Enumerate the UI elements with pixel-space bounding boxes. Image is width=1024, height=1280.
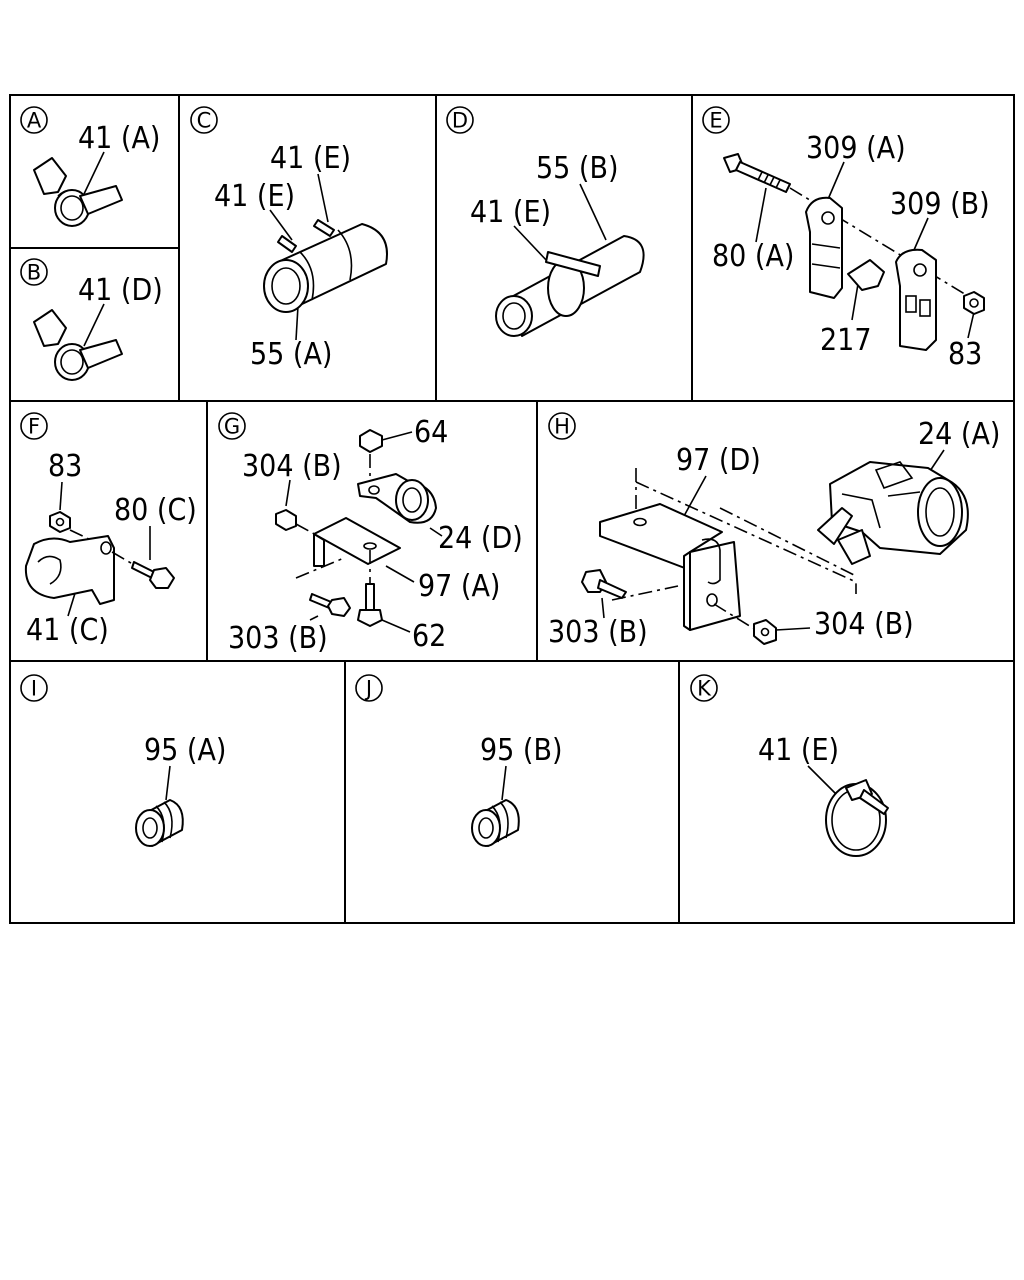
- nut-83: [963, 291, 985, 315]
- grommet-95a: [135, 799, 184, 847]
- panel-k-badge: [690, 674, 718, 702]
- panel-e: E 309 (A) 309 (B) 80 (A) 217 83: [702, 106, 990, 372]
- bracket-309b: [895, 248, 937, 351]
- panel-b-letter: B: [27, 261, 41, 285]
- bolt-303b: [309, 593, 351, 617]
- panel-g-badge: [218, 412, 246, 440]
- part-label-303b: 303 (B): [228, 621, 328, 656]
- panel-a-badge: [20, 106, 48, 134]
- panel-j-letter: J: [364, 677, 372, 701]
- part-label-83: 83: [48, 449, 82, 484]
- nut-304b: [275, 509, 297, 531]
- part-label-24d: 24 (D): [438, 521, 523, 556]
- part-label-41e-upper: 41 (E): [270, 141, 351, 176]
- panel-h: H 97 (D) 24 (A) 303 (B) 304 (B): [548, 412, 1000, 650]
- part-label-41e-lower: 41 (E): [214, 179, 295, 214]
- hose-55b: [495, 235, 645, 337]
- nut-304b: [753, 619, 777, 645]
- panel-b-badge: [20, 258, 48, 286]
- part-label-41c: 41 (C): [26, 613, 109, 648]
- panel-j: J 95 (B): [355, 674, 563, 847]
- panel-k-letter: K: [697, 677, 712, 701]
- panel-i: I 95 (A): [20, 674, 226, 847]
- bolt-303b: [581, 569, 627, 599]
- nut-83: [49, 511, 71, 533]
- part-label-80c: 80 (C): [114, 493, 197, 528]
- hose-clamp-41a: [33, 157, 123, 227]
- part-label-97a: 97 (A): [418, 569, 500, 604]
- clamp-24d: [357, 473, 437, 524]
- panel-a: A 41 (A): [20, 106, 160, 227]
- panel-e-badge: [702, 106, 730, 134]
- connector-24a: [817, 461, 969, 565]
- part-label-309b: 309 (B): [890, 187, 990, 222]
- clamp-41c: [24, 535, 115, 605]
- nut-64: [359, 429, 383, 453]
- panel-f-letter: F: [28, 415, 40, 439]
- part-label-217: 217: [820, 323, 872, 358]
- part-label-41a: 41 (A): [78, 121, 160, 156]
- panel-i-badge: [20, 674, 48, 702]
- panel-c-badge: [190, 106, 218, 134]
- part-label-303b: 303 (B): [548, 615, 648, 650]
- panel-d: D 55 (B) 41 (E): [446, 106, 645, 337]
- clip-217: [847, 259, 885, 291]
- part-label-41e: 41 (E): [758, 733, 839, 768]
- part-label-83: 83: [948, 337, 982, 372]
- panel-a-letter: A: [27, 109, 42, 133]
- bolt-80a: [723, 153, 791, 193]
- part-label-64: 64: [414, 415, 448, 450]
- part-label-80a: 80 (A): [712, 239, 794, 274]
- panel-j-badge: [355, 674, 383, 702]
- panel-d-letter: D: [452, 109, 468, 133]
- panel-grid: [9, 94, 1015, 924]
- part-label-24a: 24 (A): [918, 417, 1000, 452]
- panel-g: G 64 304 (B) 24 (D) 97 (A) 303 (B) 62: [218, 412, 523, 656]
- part-label-304b: 304 (B): [242, 449, 342, 484]
- panel-f-badge: [20, 412, 48, 440]
- part-label-309a: 309 (A): [806, 131, 906, 166]
- panel-h-letter: H: [554, 415, 570, 439]
- panel-b: B 41 (D): [20, 258, 163, 381]
- part-label-41e: 41 (E): [470, 195, 551, 230]
- panel-h-badge: [548, 412, 576, 440]
- band-clamp-41e: [825, 779, 889, 857]
- panel-e-letter: E: [709, 109, 722, 133]
- panel-f: F 83 80 (C) 41 (C): [20, 412, 197, 648]
- part-label-95a: 95 (A): [144, 733, 226, 768]
- part-label-304b: 304 (B): [814, 607, 914, 642]
- part-label-95b: 95 (B): [480, 733, 563, 768]
- bracket-309a: [805, 196, 843, 299]
- hose-clamp-41d: [33, 309, 123, 381]
- grommet-95b: [471, 799, 520, 847]
- panel-k: K 41 (E): [690, 674, 889, 857]
- panel-c-letter: C: [197, 109, 212, 133]
- bolt-80c: [131, 561, 175, 589]
- part-label-41d: 41 (D): [78, 273, 163, 308]
- panel-c: C 41 (E) 41 (E) 55 (A): [190, 106, 388, 372]
- part-label-62: 62: [412, 619, 446, 654]
- bracket-97d: [599, 503, 741, 631]
- panel-i-letter: I: [31, 677, 37, 701]
- hose-55a: [263, 219, 388, 313]
- part-label-97d: 97 (D): [676, 443, 761, 478]
- panel-g-letter: G: [224, 415, 240, 439]
- part-label-55a: 55 (A): [250, 337, 332, 372]
- part-label-55b: 55 (B): [536, 151, 619, 186]
- panel-d-badge: [446, 106, 474, 134]
- bracket-97a: [313, 517, 401, 567]
- bolt-62: [357, 583, 383, 627]
